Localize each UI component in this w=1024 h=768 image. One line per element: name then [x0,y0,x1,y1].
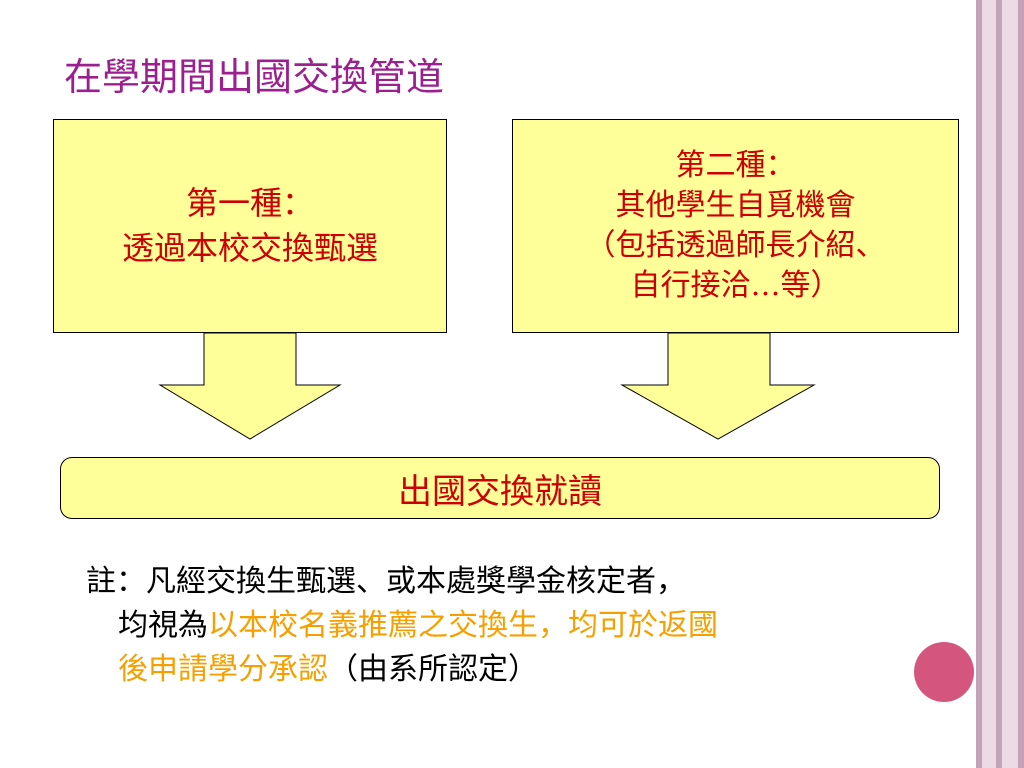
channel-2-heading: 第二種： [675,148,796,183]
channel-1-box: 第一種： 透過本校交換甄選 [53,119,447,333]
note-line-2-prefix: 均視為 [118,608,208,643]
channel-2-detail-2: 自行接洽…等） [630,268,841,303]
note-line-3: 後申請學分承認（由系所認定） [86,648,926,692]
channel-1-description: 透過本校交換甄選 [121,229,378,267]
channel-1-heading: 第一種： [185,184,314,222]
right-decorative-border [976,0,1024,768]
note-line-1: 註：凡經交換生甄選、或本處獎學金核定者， [86,564,686,599]
note-line-3-suffix: （由系所認定） [328,652,538,687]
decorative-circle [914,642,974,702]
arrow-down-left [158,332,342,440]
channel-2-box: 第二種： 其他學生自覓機會 （包括透過師長介紹、 自行接洽…等） [512,119,959,333]
note-text: 註：凡經交換生甄選、或本處獎學金核定者， 均視為以本校名義推薦之交換生，均可於返… [86,560,926,692]
channel-2-detail-1: （包括透過師長介紹、 [585,228,886,263]
channel-2-description: 其他學生自覓機會 [615,188,856,223]
note-line-3-highlight: 後申請學分承認 [118,652,328,687]
result-box: 出國交換就讀 [60,457,940,519]
slide-title: 在學期間出國交換管道 [64,55,445,99]
arrow-down-right [620,332,816,440]
note-line-2-highlight: 以本校名義推薦之交換生，均可於返國 [208,608,718,643]
note-line-2: 均視為以本校名義推薦之交換生，均可於返國 [86,604,926,648]
